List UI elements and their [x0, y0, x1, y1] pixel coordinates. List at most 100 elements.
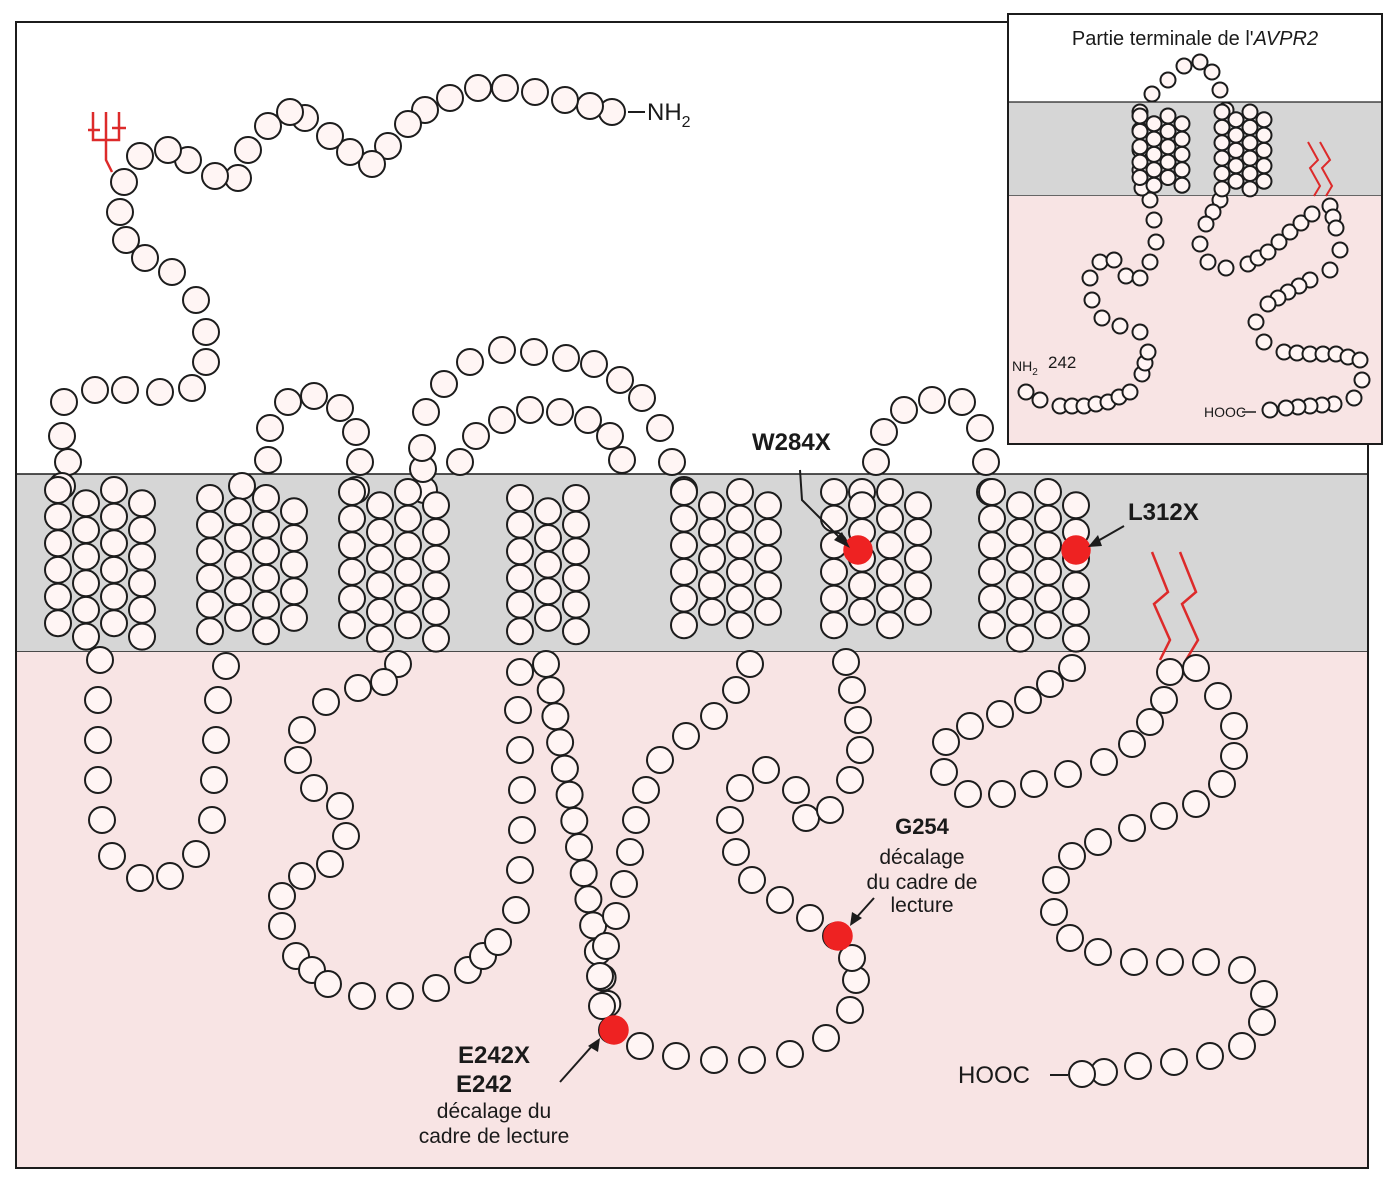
residue-cyto-2-3 — [546, 728, 575, 757]
residue-tm4-4 — [506, 590, 534, 619]
residue-cyto-3-11 — [586, 962, 614, 990]
inset-tm-1-15 — [1241, 165, 1259, 182]
residue-extra-0-5 — [464, 74, 492, 102]
residue-tm2-2 — [196, 537, 224, 566]
svg-text:cadre de lecture: cadre de lecture — [419, 1125, 570, 1148]
residue-tm4-8 — [534, 550, 562, 579]
residue-extra-0-33 — [81, 376, 109, 404]
inset-residue-0-14 — [1093, 309, 1111, 327]
residue-tm5-11 — [726, 478, 754, 506]
inset-tm-1-8 — [1227, 141, 1245, 159]
residue-cyto-5-2 — [1220, 712, 1248, 740]
residue-extra-0-21 — [126, 142, 154, 170]
inset-residue-2-9 — [1270, 233, 1288, 251]
residue-tm4-9 — [534, 577, 562, 606]
residue-tm5-8 — [698, 544, 726, 573]
residue-tm2-11 — [252, 484, 280, 512]
residue-extra-0-32 — [111, 376, 139, 404]
residue-tm1-20 — [128, 542, 156, 571]
residue-tm7-12 — [1034, 478, 1062, 506]
residue-tm6-1 — [820, 504, 848, 533]
inset-tm-1-11 — [1241, 103, 1259, 121]
inset-n-terminus: NH2 — [1012, 358, 1038, 378]
residue-cyto-5-21 — [1196, 1042, 1224, 1070]
residue-tm3-0 — [338, 478, 366, 506]
residue-extra-1-6 — [342, 418, 370, 446]
residue-tm1-7 — [72, 516, 100, 544]
residue-cyto-2-30 — [726, 774, 754, 802]
residue-cyto-4-13 — [1136, 708, 1164, 736]
inset-c-terminus: HOOC — [1204, 404, 1246, 420]
residue-tm1-0 — [44, 476, 72, 504]
residue-extra-0-8 — [394, 110, 422, 138]
residue-tm5-20 — [754, 571, 782, 600]
inset-residue-2-5 — [1217, 259, 1235, 277]
residue-cyto-1-25 — [508, 776, 536, 804]
inset-residue-0-0 — [1017, 383, 1035, 401]
residue-cyto-2-38 — [838, 676, 866, 704]
residue-cyto-3-4 — [646, 746, 674, 774]
residue-cyto-5-11 — [1040, 898, 1068, 926]
residue-cyto-5-7 — [1118, 814, 1146, 842]
residue-tm7-0 — [978, 478, 1006, 506]
inset-tm-0-19 — [1173, 176, 1191, 194]
residue-tm2-18 — [280, 524, 308, 552]
residue-extra-4-1 — [862, 448, 890, 476]
main-frame — [15, 21, 1369, 1169]
residue-extra-2-6 — [488, 336, 516, 364]
residue-cyto-3-12 — [588, 992, 616, 1020]
residue-tm5-19 — [754, 544, 782, 573]
residue-tm4-3 — [506, 563, 534, 592]
residue-cyto-5-23 — [1124, 1052, 1152, 1080]
residue-cyto-3-3 — [672, 722, 700, 750]
residue-cyto-5-9 — [1058, 842, 1086, 870]
residue-tm5-1 — [670, 504, 698, 533]
residue-extra-3-1 — [462, 422, 490, 450]
residue-tm3-8 — [366, 544, 394, 573]
inset-residue-2-23 — [1247, 313, 1265, 331]
inset-residue-2-8 — [1259, 243, 1277, 261]
inset-tm-1-0 — [1213, 103, 1231, 121]
residue-cyto-2-4 — [550, 754, 579, 783]
inset-tm-0-13 — [1159, 153, 1177, 171]
residue-extra-0-11 — [336, 138, 364, 166]
residue-tm6-5 — [820, 611, 848, 640]
residue-tm1-1 — [44, 502, 72, 531]
residue-extra-1-5 — [326, 394, 354, 422]
residue-tm1-14 — [100, 529, 128, 558]
inset-tm-1-13 — [1241, 134, 1259, 152]
svg-text:décalage du: décalage du — [437, 1100, 551, 1123]
residue-cyto-0-8 — [182, 840, 210, 868]
inset-frame — [1007, 13, 1383, 445]
n-terminus-label: NH2 — [628, 99, 691, 131]
residue-tm5-10 — [698, 597, 726, 626]
svg-text:G254: G254 — [895, 814, 950, 839]
residue-extra-1-1 — [254, 446, 282, 474]
residue-tm7-14 — [1034, 531, 1062, 560]
residue-cyto-1-22 — [502, 896, 530, 924]
inset-title: Partie terminale de l'AVPR2 — [1072, 28, 1318, 50]
residue-tm5-2 — [670, 531, 698, 560]
residue-cyto-2-32 — [782, 776, 810, 804]
residue-tm4-5 — [506, 617, 534, 646]
svg-text:du cadre de: du cadre de — [867, 871, 978, 894]
residue-cyto-4-8 — [988, 780, 1016, 808]
residue-cyto-3-8 — [610, 870, 638, 898]
residue-tm6-17 — [904, 491, 932, 520]
residue-tm7-18 — [1062, 491, 1090, 520]
residue-tm3-21 — [422, 571, 450, 600]
residue-tm7-17 — [1034, 611, 1062, 640]
residue-extra-3-3 — [516, 396, 544, 424]
residue-extra-0-14 — [276, 98, 304, 126]
residue-tm6-14 — [876, 557, 904, 586]
residue-tm5-9 — [698, 571, 726, 600]
inset-residue-1-9 — [1203, 63, 1221, 81]
residue-tm3-3 — [338, 557, 366, 586]
residue-cyto-1-10 — [288, 862, 316, 890]
residue-cyto-1-6 — [300, 774, 328, 802]
c-terminus-label: HOOC — [958, 1062, 1068, 1089]
inset-tm-0-8 — [1145, 161, 1163, 179]
residue-cyto-4-11 — [1090, 748, 1118, 776]
residue-tm4-13 — [562, 537, 590, 566]
